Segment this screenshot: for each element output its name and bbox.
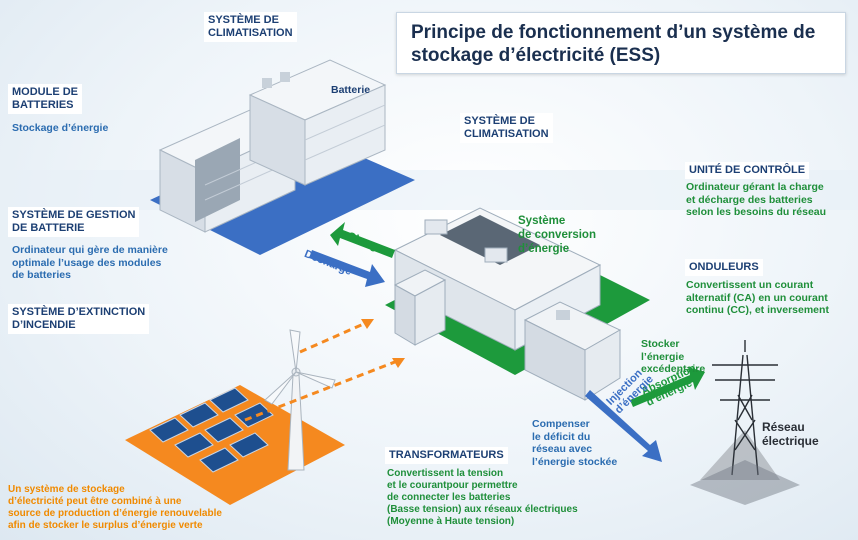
control-desc: Ordinateur gérant la charge et décharge … — [686, 181, 827, 219]
decharge-arrow — [309, 250, 385, 287]
clim-top-title: SYSTÈME DE CLIMATISATION — [204, 12, 297, 43]
fire-title: SYSTÈME D’EXTINCTION D’INCENDIE — [8, 304, 150, 335]
renewable-desc: Un système de stockage d’électricité peu… — [8, 484, 222, 531]
reseau-label: Réseau électrique — [762, 420, 819, 449]
wind-turbine — [264, 329, 336, 471]
solar-panels — [149, 387, 274, 473]
absorption-arrow — [630, 367, 705, 407]
injection-arrow — [585, 390, 662, 462]
clim-mid-title: SYSTÈME DE CLIMATISATION — [460, 113, 553, 144]
diagram-title: Principe de fonctionnement d’un système … — [411, 22, 816, 67]
bms-desc: Ordinateur qui gère de manière optimale … — [12, 244, 168, 282]
batterie-label: Batterie — [331, 84, 371, 96]
module-desc: Stockage d’énergie — [12, 122, 109, 134]
transfo-title: TRANSFORMATEURS — [385, 447, 508, 465]
compenser-label: Compenser le déficit du réseau avec l’én… — [532, 418, 618, 468]
pylon-icon — [700, 340, 780, 480]
conversion-building — [393, 207, 622, 401]
module-title: MODULE DE BATTERIES — [8, 84, 82, 115]
control-title: UNITÉ DE CONTRÔLE — [685, 162, 810, 180]
charge-arrow — [330, 222, 395, 258]
bms-title: SYSTÈME DE GESTION DE BATTERIE — [8, 207, 140, 238]
stocker-label: Stocker l’énergie excédentaire — [641, 338, 706, 376]
renewable-arrow-low — [244, 358, 401, 422]
transfo-desc: Convertissent la tension et le courantpo… — [387, 468, 578, 527]
title-box: Principe de fonctionnement d’un système … — [396, 12, 846, 74]
onduleurs-desc: Convertissent un courant alternatif (CA)… — [686, 279, 829, 317]
renewable-arrow-high — [299, 320, 369, 354]
onduleurs-title: ONDULEURS — [685, 259, 763, 277]
conversion-label: Système de conversion d’énergie — [518, 215, 596, 255]
battery-container — [248, 59, 387, 186]
